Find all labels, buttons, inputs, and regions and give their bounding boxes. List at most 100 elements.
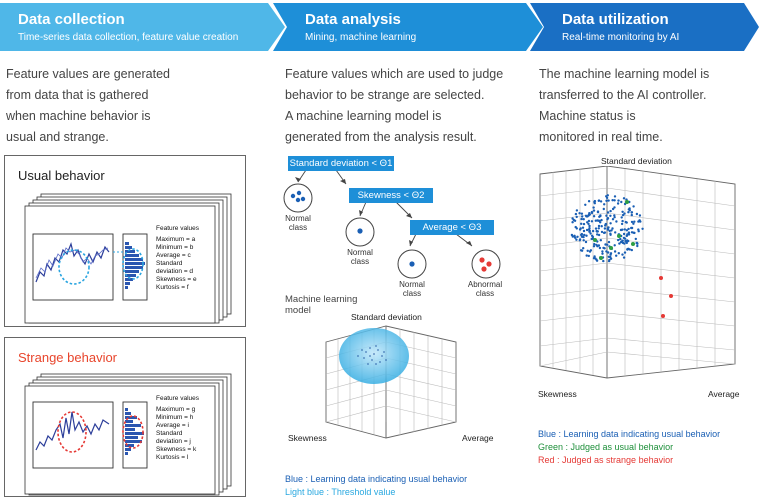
utilization-description: The machine learning model is transferre… [539, 64, 709, 148]
learning-data-point [601, 250, 604, 253]
learning-data-point [606, 217, 610, 220]
learning-data-point [619, 237, 622, 241]
learning-data-point [621, 239, 624, 242]
description-line: generated from the analysis result. [285, 130, 477, 144]
feature-value: Average = i [156, 422, 189, 429]
learning-data-point [621, 210, 624, 213]
description-line: usual and strange. [6, 130, 109, 144]
learning-data-point [621, 253, 624, 256]
learning-data-point [599, 214, 602, 217]
learning-data-point [590, 210, 594, 214]
axis-label-z: Average [462, 433, 494, 443]
learning-data-point [621, 213, 625, 217]
learning-data-point [609, 209, 612, 213]
learning-data-point [622, 197, 626, 200]
learning-data-point [582, 247, 585, 250]
learning-data-point [588, 250, 592, 253]
model-label: Machine learning model [285, 294, 358, 316]
learning-data-point [630, 211, 634, 214]
learning-data-point [580, 217, 583, 221]
learning-data-point [632, 205, 635, 208]
banner-data-utilization: Data utilization Real-time monitoring by… [530, 3, 759, 51]
learning-data-point [603, 227, 607, 230]
learning-data-point [607, 199, 610, 202]
learning-data-point [613, 244, 616, 247]
learning-data-point [592, 257, 596, 260]
learning-data-point [615, 220, 618, 223]
axis-label-x: Skewness [538, 389, 577, 399]
learning-data-point [592, 215, 596, 218]
axis-label-z: Average [708, 389, 740, 399]
banner-data-analysis: Data analysis Mining, machine learning [273, 3, 543, 51]
learning-data-point [584, 214, 588, 217]
learning-data-point [596, 219, 599, 222]
axis-label-y: Standard deviation [601, 156, 672, 166]
banner-subtitle: Real-time monitoring by AI [562, 32, 680, 43]
learning-data-point [619, 240, 623, 244]
learning-data-point [592, 209, 596, 212]
learning-data-point [585, 234, 588, 237]
learning-data-point [623, 228, 626, 231]
learning-data-point [575, 238, 578, 241]
learning-data-point [625, 229, 629, 232]
learning-data-point [605, 250, 608, 253]
learning-data-point [630, 220, 634, 224]
learning-data-point [591, 229, 595, 233]
learning-data-point [602, 259, 605, 263]
learning-data-point [581, 226, 585, 229]
learning-data-point [608, 229, 611, 233]
banner-subtitle: Mining, machine learning [305, 32, 417, 43]
learning-data-point [626, 247, 629, 251]
learning-data-point [595, 259, 599, 262]
monitoring-3d-plot [539, 166, 736, 379]
learning-data-point [600, 230, 604, 234]
feature-value: Maximum = a [156, 236, 196, 243]
learning-data-point [618, 242, 621, 245]
learning-data-point [582, 229, 586, 233]
arrow-shape [273, 3, 543, 51]
learning-data-point [590, 234, 594, 237]
learning-data-point [582, 222, 586, 226]
banner-title: Data collection [18, 11, 125, 28]
learning-data-point [605, 195, 608, 198]
learning-data-point [630, 248, 633, 252]
feature-value: Skewness = e [156, 276, 197, 283]
learning-data-point [587, 200, 591, 203]
decision-tree-connectors [283, 169, 501, 279]
feature-value: Average = c [156, 252, 191, 259]
legend-item-red: Red : Judged as strange behavior [538, 455, 674, 465]
learning-data-point [607, 251, 610, 254]
learning-data-point [594, 227, 598, 230]
learning-data-point [574, 236, 577, 239]
learning-data-point [571, 217, 574, 220]
utilization-legend: Blue : Learning data indicating usual be… [538, 428, 720, 467]
analysis-legend: Blue : Learning data indicating usual be… [285, 473, 467, 499]
description-line: The machine learning model is [539, 67, 710, 81]
feature-values-list: Feature values Maximum = a Minimum = b A… [156, 225, 199, 292]
learning-data-point [575, 209, 579, 212]
feature-value: Kurtosis = l [156, 454, 189, 461]
learning-data-point [609, 222, 612, 225]
learning-data-point [575, 215, 578, 219]
learning-data-point [588, 230, 591, 233]
learning-data-point [583, 233, 586, 237]
learning-data-point [597, 224, 601, 228]
feature-value: Minimum = b [156, 244, 194, 251]
feature-value: Maximum = g [156, 406, 196, 413]
learning-data-point [598, 246, 602, 250]
learning-data-point [595, 230, 599, 233]
learning-data-point [623, 212, 626, 215]
learning-data-point [602, 231, 606, 235]
learning-data-point [615, 254, 618, 257]
learning-data-point [630, 226, 633, 230]
learning-data-point [588, 212, 591, 215]
learning-data-point [632, 222, 635, 225]
learning-data-point [611, 218, 615, 221]
learning-data-point [601, 252, 604, 255]
class-label: Normal class [347, 248, 373, 266]
usual-behavior-panel: Usual behavior Feature values Maximum = … [4, 155, 246, 327]
learning-data-point [579, 227, 582, 230]
learning-data-point [617, 252, 620, 255]
learning-data-point [595, 243, 598, 247]
legend-item-blue: Blue : Learning data indicating usual be… [285, 474, 468, 484]
